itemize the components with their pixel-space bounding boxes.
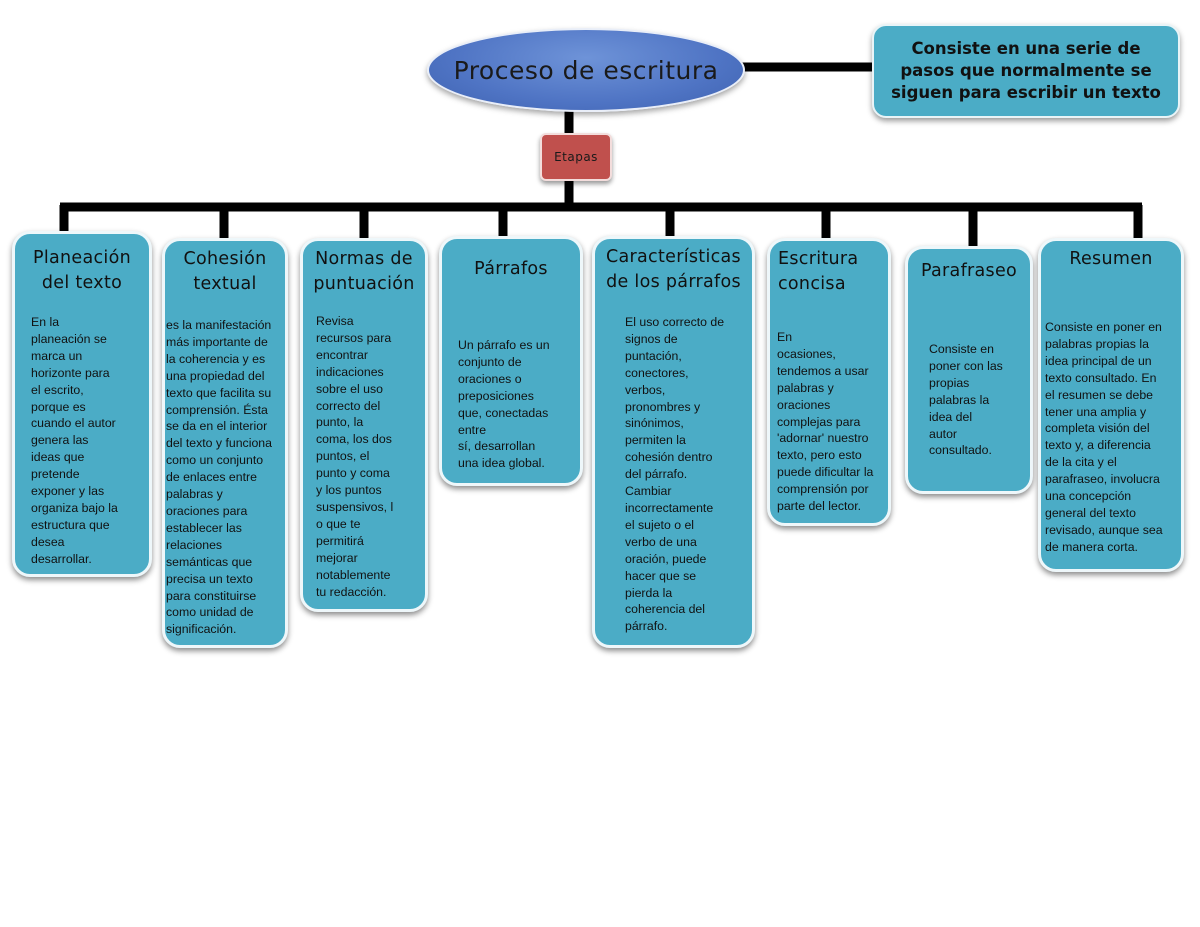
hub-node: Etapas xyxy=(540,133,612,181)
stage-text: Revisa recursos para encontrar indicacio… xyxy=(316,314,394,599)
stage-text: Un párrafo es un conjunto de oraciones o… xyxy=(458,338,550,471)
stage-title: Resumen xyxy=(1069,249,1153,269)
stage-text: En ocasiones, tendemos a usar palabras y… xyxy=(777,330,874,514)
stage-title: Parafraseo xyxy=(920,261,1018,281)
stage-text: es la manifestación más importante de la… xyxy=(166,318,272,637)
stage-text: Consiste en poner con las propias palabr… xyxy=(929,342,1003,458)
stage-card-escritura: Escritura concisa En ocasiones, tendemos… xyxy=(767,238,891,526)
stage-card-parafraseo: Parafraseo Consiste en poner con las pro… xyxy=(905,246,1033,494)
hub-label: Etapas xyxy=(554,150,598,164)
stage-title: Normas de puntuación xyxy=(313,249,415,294)
definition-text: Consiste en una serie de pasos que norma… xyxy=(891,39,1161,102)
stage-text: En la planeación se marca un horizonte p… xyxy=(31,315,118,566)
stage-text: El uso correcto de signos de puntación, … xyxy=(625,315,725,634)
stage-card-resumen: Resumen Consiste en poner en palabras pr… xyxy=(1038,238,1184,572)
stage-title: Párrafos xyxy=(474,259,548,279)
stage-card-caracteristicas: Características de los párrafos El uso c… xyxy=(592,236,755,648)
stage-text: Consiste en poner en palabras propias la… xyxy=(1045,320,1163,554)
stage-title: Características de los párrafos xyxy=(606,247,741,292)
root-title: Proceso de escritura xyxy=(453,55,719,85)
stage-card-normas: Normas de puntuación Revisa recursos par… xyxy=(300,238,428,612)
stage-title: Planeación del texto xyxy=(32,248,131,293)
stage-card-cohesion: Cohesión textual es la manifestación más… xyxy=(162,238,288,648)
stage-title: Cohesión textual xyxy=(183,249,267,294)
stage-card-parrafos: Párrafos Un párrafo es un conjunto de or… xyxy=(439,236,583,486)
stage-card-planeacion: Planeación del texto En la planeación se… xyxy=(12,231,152,577)
root-node: Proceso de escritura xyxy=(427,28,745,112)
definition-box: Consiste en una serie de pasos que norma… xyxy=(872,24,1180,118)
stage-title: Escritura concisa xyxy=(778,249,859,294)
